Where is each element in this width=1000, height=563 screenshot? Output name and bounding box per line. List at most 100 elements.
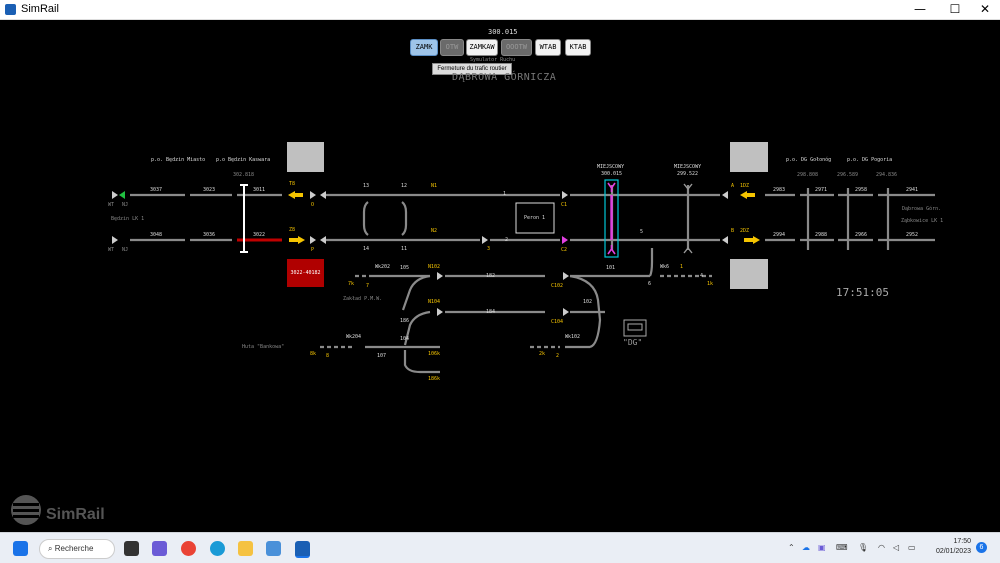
signal-c2[interactable] [562,236,568,244]
label-bedzin-ik1: Będzin LK 1 [111,216,145,222]
subtitle: Symulator Ruchu [470,57,516,63]
status-box-siding[interactable] [730,259,768,289]
km-300-015: 300.015 [601,171,623,177]
label-182: 182 [486,273,496,279]
volume-icon[interactable]: ◁ [893,543,900,552]
teams-icon[interactable] [152,541,167,556]
track-schematic [112,179,935,374]
label-2988: 2988 [815,232,828,238]
label-2971: 2971 [815,187,828,193]
signal-n1[interactable] [320,191,326,199]
signal-1dz-arrow[interactable] [740,191,747,199]
label-dg-golonog: p.o. DG Gołonóg [786,157,832,163]
signal-n2[interactable] [320,236,326,244]
signal-o[interactable] [310,191,316,199]
label-dg-pogoria: p.o. DG Pogoria [847,157,893,163]
simrail-logo: SimRail [10,494,105,530]
track-102-curve[interactable] [569,274,602,349]
status-box-east[interactable] [730,142,768,172]
status-box-west[interactable] [287,142,324,172]
signal-wt-bot[interactable] [112,236,118,244]
signal-2dz-arrow[interactable] [753,236,760,244]
label-sig-106k: 106k [428,351,441,357]
tooltip: Fermeture du trafic routier [432,63,512,75]
teams-tray-icon[interactable]: ▣ [818,543,826,552]
track-siding-connect[interactable] [648,248,654,277]
windows-start-icon[interactable] [13,541,28,556]
battery-icon[interactable]: ▭ [908,543,916,552]
label-sig-wk202: Wk202 [375,264,391,270]
label-sig-n2: N2 [431,228,438,234]
label-sig-1: 1 [680,264,684,270]
chevron-up-icon[interactable]: ⌃ [788,543,795,552]
dg-station-icon[interactable] [623,319,647,337]
ktab-button[interactable]: KTAB [565,39,591,56]
edge-icon[interactable] [210,541,225,556]
track-186k[interactable] [403,350,440,374]
signal-b[interactable] [722,236,728,244]
label-miejscowy-2: MIEJSCOWY [674,164,702,170]
minimize-button[interactable]: — [914,2,926,16]
signal-wt-top[interactable] [112,191,118,199]
search-icon: ⌕ [48,544,53,553]
signal-n104[interactable] [437,308,443,316]
onedrive-icon[interactable]: ☁ [802,543,810,552]
signal-n102[interactable] [437,272,443,280]
label-107: 107 [377,353,387,359]
app-icon[interactable] [266,541,281,556]
occupied-block-indicator[interactable]: 3022-40182 [287,259,324,287]
signal-c102[interactable] [563,272,569,280]
label-bedzin-kasz: p.o Będzin Kaswara [216,157,271,163]
signal-3[interactable] [482,236,488,244]
close-button[interactable]: ✕ [979,2,991,16]
search-label: Recherche [54,544,94,553]
crossover-12-11[interactable] [401,201,408,236]
window-title: SimRail [21,3,59,15]
crossover-13-14[interactable] [362,201,369,236]
label-switch-14: 14 [363,246,370,252]
label-sig-t8: T8 [289,181,296,187]
zamk-button[interactable]: ZAMK [410,39,438,56]
label-2941: 2941 [906,187,919,193]
maximize-button[interactable]: ☐ [949,2,961,16]
label-2983: 2983 [773,187,786,193]
label-2994: 2994 [773,232,786,238]
taskbar-date: 02/01/2023 [935,548,971,555]
signal-c1[interactable] [562,191,568,199]
route-highlight [604,179,619,258]
label-sig-186k: 186k [428,376,441,382]
label-102: 102 [583,299,593,305]
label-peron: Peron 1 [524,215,546,221]
file-explorer-icon[interactable] [238,541,253,556]
label-switch-11: 11 [401,246,408,252]
search-box[interactable]: ⌕ Recherche [39,539,115,559]
signal-z8-arrow[interactable] [298,236,305,244]
wifi-icon[interactable]: ◠ [878,543,885,552]
label-nj-bot: NJ [122,247,129,253]
label-switch-13: 13 [363,183,370,189]
label-switch-12: 12 [401,183,408,189]
otw-button[interactable]: OTW [440,39,464,56]
ooootw-button[interactable]: OOOTW [501,39,532,56]
track-186[interactable] [401,274,431,311]
taskbar-clock[interactable]: 17:50 02/01/2023 [925,537,971,557]
signal-t8-arrow[interactable] [288,191,295,199]
zamkaw-button[interactable]: ZAMKAW [466,39,498,56]
signal-green-west[interactable] [119,191,125,199]
taskbar-time: 17:50 [953,538,971,545]
microphone-icon[interactable]: 🎙 [858,543,869,552]
label-3048: 3048 [150,232,163,238]
chrome-icon[interactable] [181,541,196,556]
label-sig-1dz: 1DZ [740,183,750,189]
label-sig-c104: C104 [551,319,564,325]
notification-badge[interactable]: 6 [976,542,987,553]
signal-c104[interactable] [563,308,569,316]
signal-a[interactable] [722,191,728,199]
track-186-lower[interactable] [403,310,431,346]
label-104: 104 [400,336,410,342]
task-view-icon[interactable] [124,541,139,556]
simrail-taskbar-icon[interactable] [295,541,310,558]
signal-p[interactable] [310,236,316,244]
keyboard-icon[interactable]: ⌨ [836,543,848,552]
wtab-button[interactable]: WTAB [535,39,561,56]
